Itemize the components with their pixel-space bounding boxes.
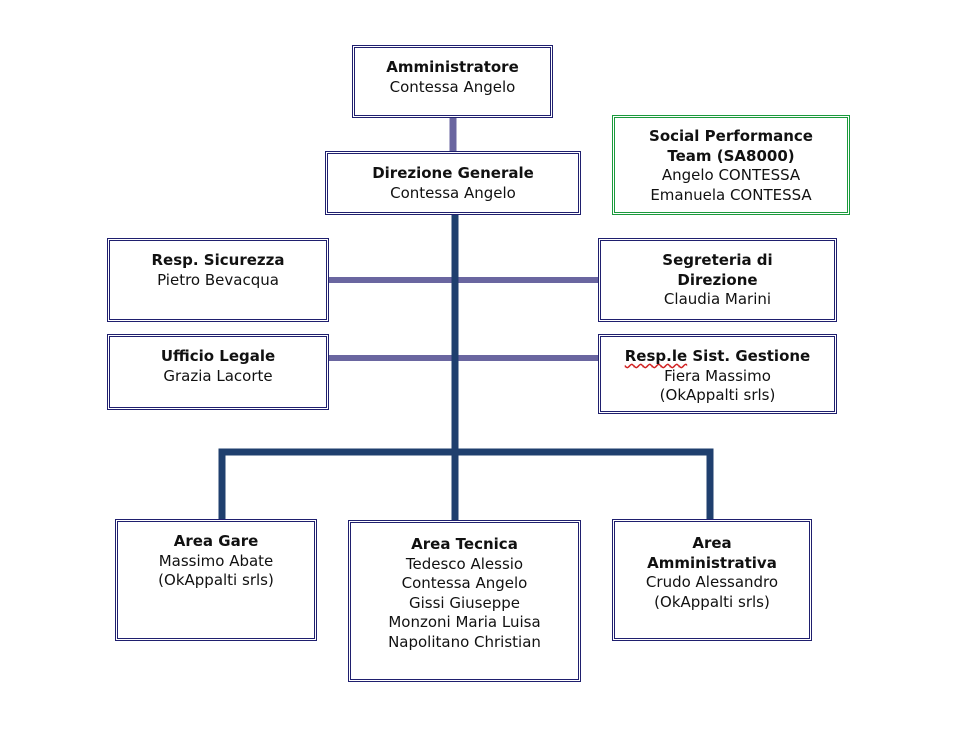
box-title-line: Direzione — [677, 270, 758, 289]
box-person: Pietro Bevacqua — [157, 270, 279, 289]
box-company: (OkAppalti srls) — [659, 386, 776, 404]
box-person: Tedesco Alessio — [405, 554, 524, 573]
box-person: Emanuela CONTESSA — [650, 185, 812, 204]
box-segreteria-direzione: Segreteria di Direzione Claudia Marini — [598, 238, 837, 322]
box-title: Area Gare — [173, 532, 259, 550]
box-social-performance-team: Social Performance Team (SA8000) Angelo … — [612, 115, 850, 215]
box-title-line: Social Performance — [649, 127, 813, 145]
box-person: Fiera Massimo — [664, 366, 771, 385]
box-amministratore: Amministratore Contessa Angelo — [352, 45, 553, 118]
box-title: Area Tecnica — [411, 535, 518, 553]
box-title: Amministratore — [386, 58, 519, 76]
box-company: (OkAppalti srls) — [654, 592, 770, 611]
box-title: Direzione Generale — [372, 164, 534, 182]
box-person: Claudia Marini — [663, 290, 772, 308]
box-person: Napolitano Christian — [388, 632, 541, 651]
box-title-line: Area — [692, 534, 732, 552]
box-resp-sist-gestione: Resp.le Sist. Gestione Fiera Massimo (Ok… — [598, 334, 837, 414]
line-area-branch — [218, 448, 714, 522]
box-company: (OkAppalti srls) — [158, 571, 274, 589]
box-resp-sicurezza: Resp. Sicurezza Pietro Bevacqua — [107, 238, 329, 322]
box-area-tecnica: Area Tecnica Tedesco Alessio Contessa An… — [348, 520, 581, 682]
box-person: Gissi Giuseppe — [409, 593, 520, 612]
box-person: Grazia Lacorte — [163, 366, 273, 385]
box-title: Resp.le Sist. Gestione — [601, 347, 834, 367]
spellcheck-underlined-word: Resp.le — [624, 347, 688, 365]
box-area-gare: Area Gare Massimo Abate (OkAppalti srls) — [115, 519, 317, 641]
box-person: Massimo Abate — [158, 551, 274, 570]
box-person: Angelo CONTESSA — [661, 166, 801, 184]
box-direzione-generale: Direzione Generale Contessa Angelo — [325, 151, 581, 215]
box-title: Resp. Sicurezza — [151, 251, 285, 269]
box-title-line: Team (SA8000) — [667, 146, 795, 165]
box-title: Ufficio Legale — [160, 347, 276, 365]
box-title-line: Amministrativa — [647, 553, 777, 572]
box-person: Monzoni Maria Luisa — [388, 613, 541, 631]
box-ufficio-legale: Ufficio Legale Grazia Lacorte — [107, 334, 329, 410]
box-area-amministrativa: Area Amministrativa Crudo Alessandro (Ok… — [612, 519, 812, 641]
box-person: Contessa Angelo — [401, 574, 528, 592]
box-title-rest: Sist. Gestione — [687, 347, 811, 365]
box-person: Contessa Angelo — [390, 183, 516, 202]
box-person: Contessa Angelo — [389, 77, 516, 96]
box-person: Crudo Alessandro — [645, 573, 779, 591]
box-title-line: Segreteria di — [662, 251, 773, 269]
